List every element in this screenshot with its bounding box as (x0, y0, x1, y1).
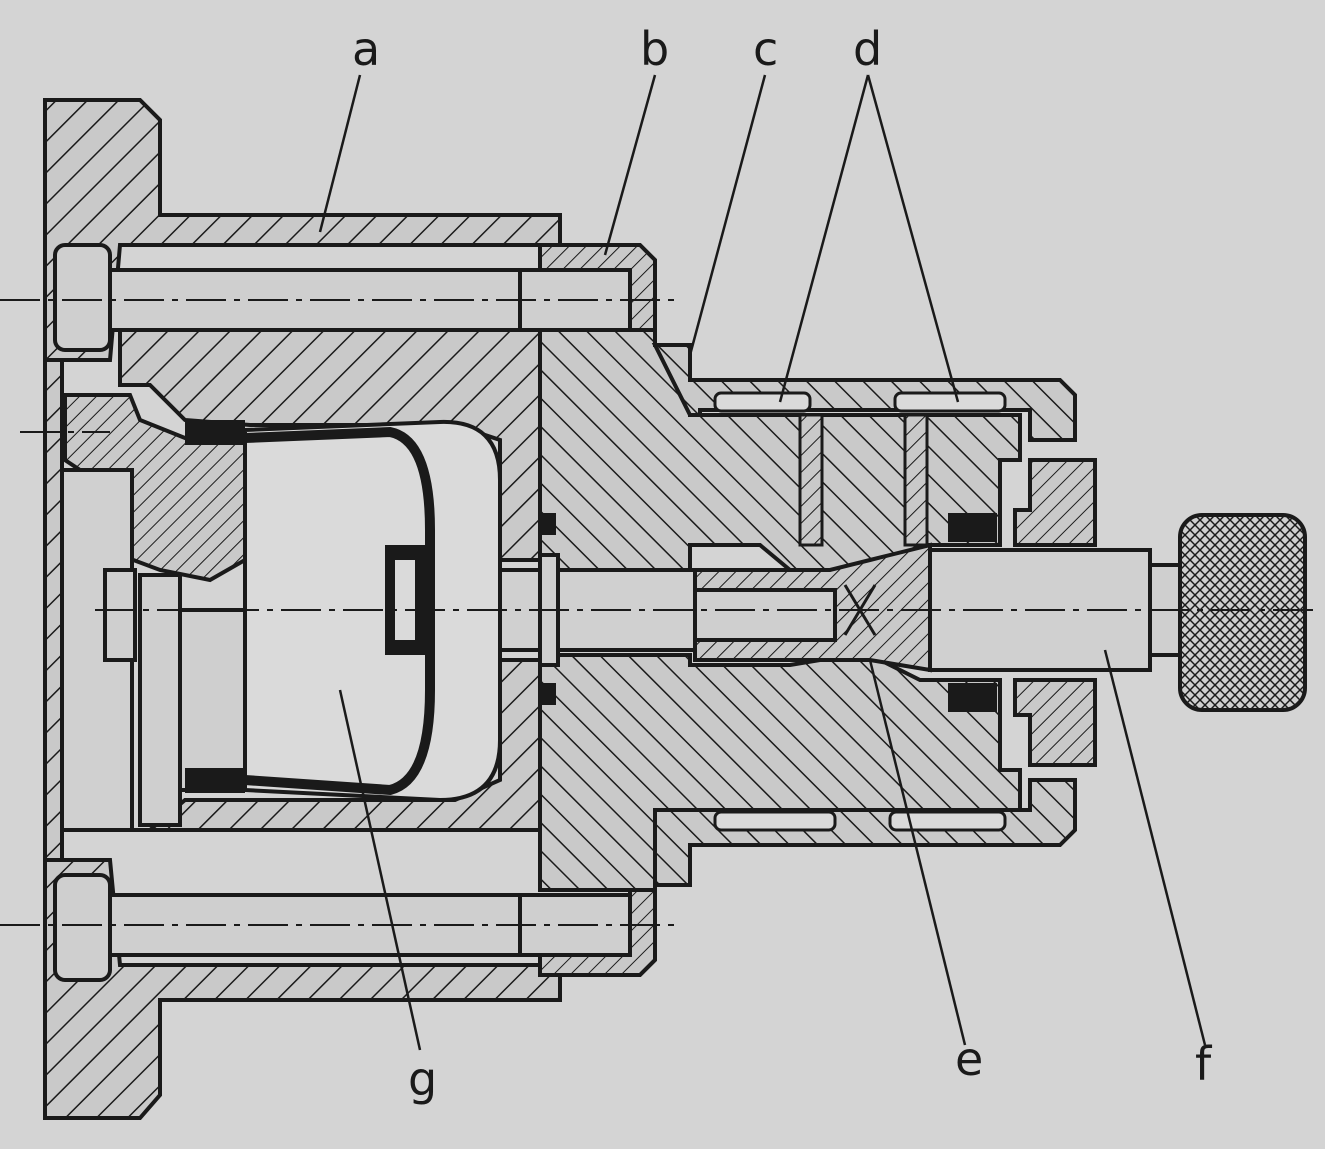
leader-d-2 (866, 74, 960, 403)
label-d: d (853, 22, 882, 76)
label-a: a (352, 22, 380, 76)
sleeve-c (651, 343, 1077, 887)
leader-c (688, 74, 767, 356)
groove-lower-left (713, 810, 837, 832)
screw-lower-head (53, 873, 112, 982)
center-disc-inner (395, 560, 415, 640)
groove-upper-right (893, 391, 1007, 413)
leader-g (338, 689, 422, 1051)
screw-upper-head (53, 243, 112, 352)
bore-1 (798, 413, 824, 547)
label-c: c (753, 22, 778, 76)
seal-ring-bottom (948, 683, 997, 712)
grooves-d (713, 391, 1007, 832)
groove-upper-left (713, 391, 812, 413)
o-ring-bottom (538, 683, 556, 705)
gland-bottom (1013, 678, 1097, 767)
seal-bottom (185, 768, 245, 793)
label-e: e (955, 1032, 983, 1086)
housing-a (43, 98, 562, 1120)
plunger-stack-3 (178, 608, 247, 792)
valve-core (693, 588, 837, 642)
knurled-knob (1178, 513, 1307, 712)
leader-lines (318, 74, 1207, 1051)
seal-top (185, 420, 245, 445)
plunger-stack-1 (103, 568, 137, 662)
leader-d-1 (778, 74, 870, 403)
o-ring-top (538, 513, 556, 535)
center-lines (0, 299, 1320, 926)
housing-left-wall (43, 358, 64, 862)
label-f: f (1195, 1037, 1213, 1091)
leader-f (1103, 649, 1207, 1046)
leader-a (318, 74, 362, 233)
bore-2 (903, 413, 929, 547)
groove-lower-right (888, 810, 1007, 832)
seal-ring-top (948, 513, 997, 542)
plunger-stack-2 (138, 573, 182, 827)
housing-lower-flange (43, 858, 562, 1120)
leader-e (868, 659, 967, 1046)
gland-top (1013, 458, 1097, 547)
label-g: g (408, 1052, 437, 1106)
leader-b (603, 74, 657, 256)
label-b: b (640, 22, 669, 76)
